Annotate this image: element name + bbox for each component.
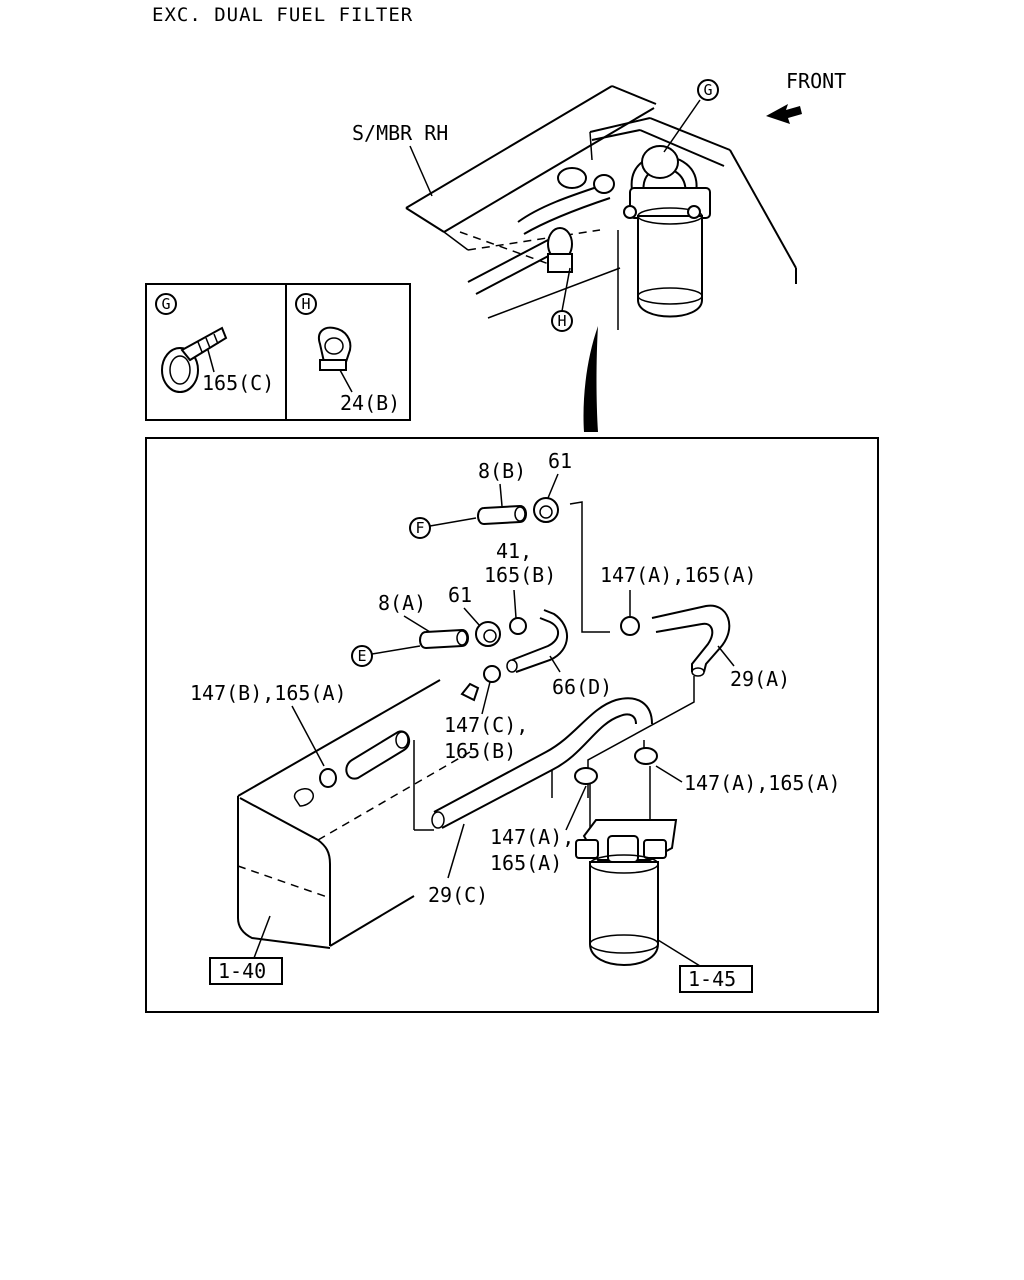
diagram-title: EXC. DUAL FUEL FILTER xyxy=(152,4,413,26)
label-147a-165a-right: 147(A),165(A) xyxy=(684,771,841,795)
callout-g-circle xyxy=(697,79,719,101)
upper-assembly-view: FRONT S/MBR RH xyxy=(352,69,846,432)
callout-g-leader xyxy=(663,99,701,153)
hose-66d xyxy=(506,609,568,673)
detail-g-marker-text: G xyxy=(161,295,170,313)
clip-61-top xyxy=(533,497,559,523)
ref-tank-box xyxy=(209,957,283,985)
ref-filter-box xyxy=(679,965,753,993)
clamp-147a-top xyxy=(620,616,640,636)
main-fuel-filter xyxy=(575,766,678,966)
callout-g-text: G xyxy=(703,81,712,99)
label-29c: 29(C) xyxy=(428,883,488,907)
label-147c: 147(C), xyxy=(444,713,528,737)
hose-short-tank xyxy=(345,730,411,780)
label-165b-top: 165(B) xyxy=(484,563,556,587)
ref-tank-label: 1-40 xyxy=(218,959,266,983)
connector-f-marker xyxy=(409,517,431,539)
clamp-147a-low xyxy=(574,767,598,785)
label-147a-low: 147(A), xyxy=(490,825,574,849)
callout-h-leader xyxy=(561,267,571,312)
label-8b: 8(B) xyxy=(478,459,526,483)
frame-label: S/MBR RH xyxy=(352,121,448,145)
detail-boxes: G 165(C) H 24(B) xyxy=(145,283,411,421)
label-61-mid: 61 xyxy=(448,583,472,607)
cable-tie-icon xyxy=(161,326,228,393)
front-label: FRONT xyxy=(786,69,846,93)
connector-f-text: F xyxy=(415,519,424,537)
detail-h-marker xyxy=(295,293,317,315)
detail-h-part-label: 24(B) xyxy=(340,391,400,415)
detail-g-part-label: 165(C) xyxy=(202,371,274,395)
main-exploded-view: F 8(B) 61 41, 165(B) 147(A),165(A) 29(A) xyxy=(145,437,879,1013)
detail-h-leader xyxy=(339,369,353,393)
hose-clip-icon xyxy=(318,326,352,371)
hose-29c xyxy=(431,697,653,829)
connector-e-marker xyxy=(351,645,373,667)
callout-h-text: H xyxy=(557,312,566,330)
upper-hoses xyxy=(467,145,698,295)
hose-29a xyxy=(651,604,731,673)
connector-f-leader xyxy=(429,517,477,527)
label-41: 41, xyxy=(496,539,532,563)
connector-e-text: E xyxy=(357,647,366,665)
label-8a: 8(A) xyxy=(378,591,426,615)
label-147a-165a-top: 147(A),165(A) xyxy=(600,563,757,587)
ref-filter-leader xyxy=(657,939,701,967)
label-29a: 29(A) xyxy=(730,667,790,691)
detail-g-leader xyxy=(207,349,215,373)
label-165a-low: 165(A) xyxy=(490,851,562,875)
ref-tank-leader xyxy=(253,915,271,959)
upper-fuel-filter xyxy=(623,187,711,318)
detail-h-marker-text: H xyxy=(301,295,310,313)
clamp-165b-top xyxy=(509,617,527,635)
front-arrow-icon xyxy=(766,104,802,124)
main-frame xyxy=(145,437,879,1013)
fuel-tank xyxy=(237,679,471,949)
clamp-147b xyxy=(319,768,337,788)
clamp-147c xyxy=(483,665,501,683)
ref-filter-label: 1-45 xyxy=(688,967,736,991)
connector-e-leader xyxy=(371,645,421,655)
hose-8b xyxy=(477,504,527,526)
label-165b-mid: 165(B) xyxy=(444,739,516,763)
side-member-frame xyxy=(405,85,797,330)
detail-g-marker xyxy=(155,293,177,315)
label-147b-165a: 147(B),165(A) xyxy=(190,681,347,705)
hose-8a xyxy=(419,628,469,650)
frame-leader xyxy=(409,145,433,197)
clamp-147a-right xyxy=(634,747,658,765)
clip-61-mid xyxy=(475,621,501,647)
label-66d: 66(D) xyxy=(552,675,612,699)
detail-pointer-icon xyxy=(583,326,598,432)
label-61-top: 61 xyxy=(548,449,572,473)
